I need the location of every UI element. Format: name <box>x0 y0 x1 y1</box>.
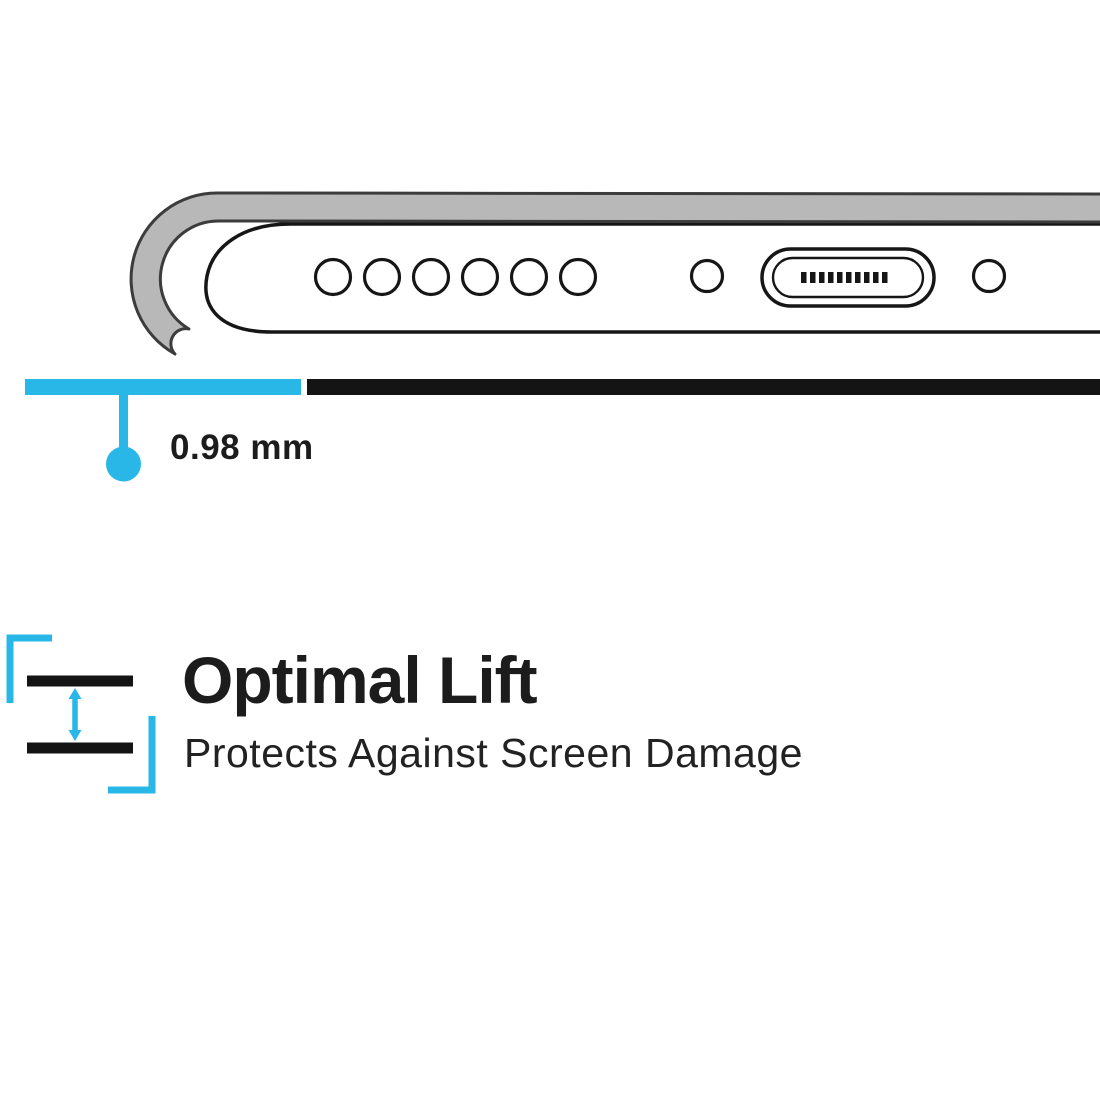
measurement-label: 0.98 mm <box>170 428 314 467</box>
speaker-hole <box>411 257 451 297</box>
speaker-hole <box>509 257 549 297</box>
screw-hole-left <box>689 258 725 294</box>
lip-measure-bar <box>25 379 301 395</box>
speaker-holes <box>313 257 598 297</box>
charging-port <box>760 247 936 308</box>
speaker-hole <box>313 257 353 297</box>
speaker-hole <box>558 257 598 297</box>
arrow-head-down <box>68 730 82 741</box>
case-shell <box>129 191 1100 356</box>
arrow-head-up <box>68 688 82 699</box>
screw-hole-right <box>971 258 1007 294</box>
lift-spacing-icon <box>6 634 156 794</box>
bracket-bottom-right-icon <box>108 716 156 794</box>
speaker-hole <box>460 257 500 297</box>
feature-title: Optimal Lift <box>182 643 538 717</box>
feature-subtitle: Protects Against Screen Damage <box>184 730 803 776</box>
measure-dot <box>106 446 141 482</box>
measure-stem <box>119 394 128 450</box>
bracket-top-left-icon <box>6 634 52 703</box>
speaker-hole <box>362 257 402 297</box>
surface-bar <box>307 379 1100 395</box>
